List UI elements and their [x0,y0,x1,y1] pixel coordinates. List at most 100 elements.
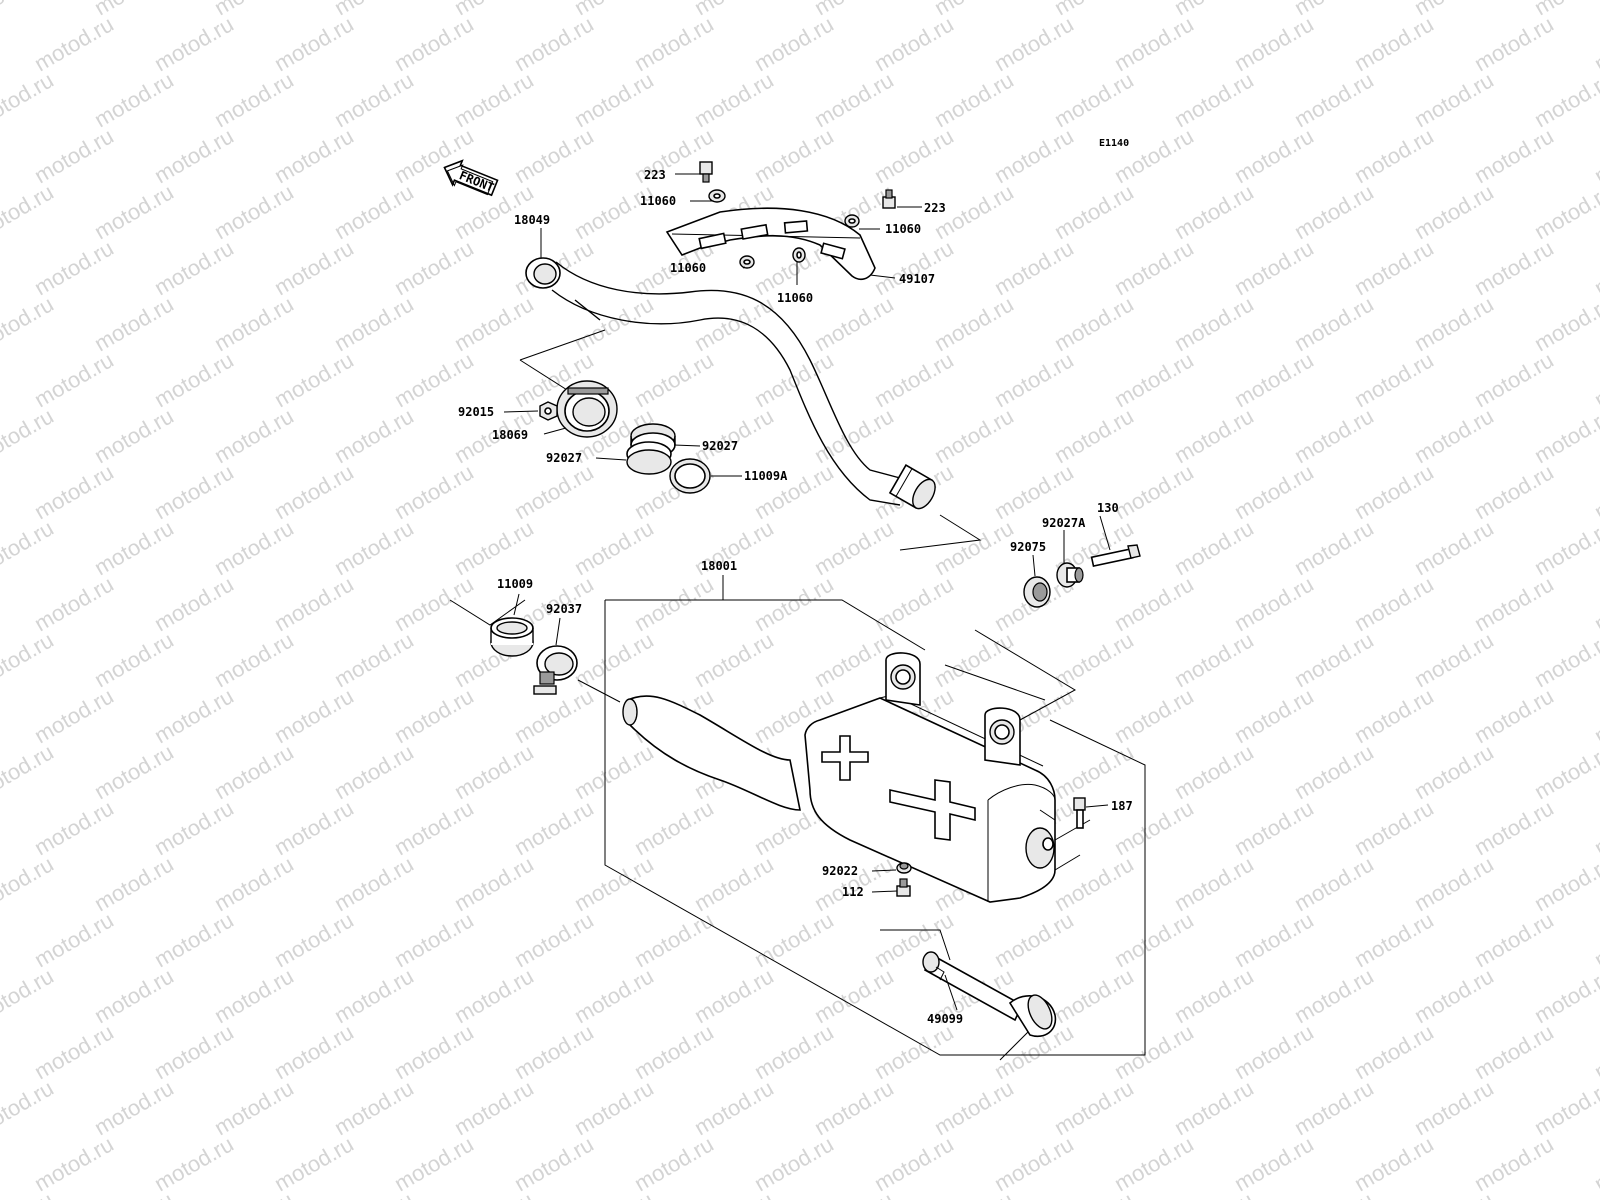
label-92075: 92075 [1010,540,1046,554]
watermark-text: motod.ru [690,851,778,916]
watermark-text: motod.ru [990,235,1078,300]
watermark-text: motod.ru [810,67,898,132]
watermark-text: motod.ru [390,907,478,972]
watermark-text: motod.ru [330,739,418,804]
watermark-text: motod.ru [210,851,298,916]
watermark-text: motod.ru [810,403,898,468]
watermark-text: motod.ru [870,235,958,300]
spark-arrester-49099 [922,951,1057,1037]
watermark-text: motod.ru [1230,795,1318,860]
watermark-text: motod.ru [30,571,118,636]
watermark-text: motod.ru [690,963,778,1028]
watermark-text: motod.ru [1590,235,1600,300]
watermark-text: motod.ru [330,515,418,580]
watermark-text: motod.ru [390,347,478,412]
watermark-text: motod.ru [1230,571,1318,636]
watermark-text: motod.ru [510,1019,598,1084]
watermark-text: motod.ru [450,851,538,916]
watermark-text: motod.ru [1230,11,1318,76]
watermark-text: motod.ru [1590,459,1600,524]
watermark-text: motod.ru [930,67,1018,132]
watermark-text: motod.ru [1050,403,1138,468]
watermark-text: motod.ru [1170,67,1258,132]
watermark-text: motod.ru [390,459,478,524]
watermark-text: motod.ru [90,627,178,692]
watermark-text: motod.ru [0,291,58,356]
label-18001: 18001 [701,559,737,573]
watermark-text: motod.ru [1290,403,1378,468]
label-92037: 92037 [546,602,582,616]
watermark-text: motod.ru [630,1019,718,1084]
watermark-text: motod.ru [1410,403,1498,468]
watermark-text: motod.ru [270,459,358,524]
watermark-text: motod.ru [1350,571,1438,636]
heat-guard-49107 [665,207,876,281]
watermark-text: motod.ru [1290,963,1378,1028]
watermark-text: motod.ru [630,347,718,412]
watermark-text: motod.ru [690,627,778,692]
watermark-text: motod.ru [210,627,298,692]
label-92015: 92015 [458,405,494,419]
watermark-text: motod.ru [990,1131,1078,1196]
watermark-text: motod.ru [1530,515,1600,580]
watermark-text: motod.ru [330,627,418,692]
watermark-text: motod.ru [1230,1019,1318,1084]
label-11060-left: 11060 [670,261,706,275]
watermark-text: motod.ru [1350,235,1438,300]
label-11060-top: 11060 [640,194,676,208]
watermark-text: motod.ru [0,851,58,916]
watermark-text: motod.ru [90,739,178,804]
watermark-text: motod.ru [1350,1131,1438,1196]
watermark-text: motod.ru [1530,739,1600,804]
bolt-223-right [882,189,896,209]
watermark-text: motod.ru [990,123,1078,188]
watermark-text: motod.ru [1170,1075,1258,1140]
rubber-92075 [1023,576,1051,608]
watermark-text: motod.ru [1410,291,1498,356]
watermark-text: motod.ru [1410,67,1498,132]
watermark-text: motod.ru [150,683,238,748]
watermark-text: motod.ru [930,1187,1018,1200]
watermark-text: motod.ru [1230,347,1318,412]
watermark-text: motod.ru [1170,739,1258,804]
watermark-text: motod.ru [630,907,718,972]
label-223-top: 223 [644,168,666,182]
washer-92022 [896,862,912,874]
watermark-text: motod.ru [210,515,298,580]
watermark-text: motod.ru [1590,347,1600,412]
watermark-text: motod.ru [150,795,238,860]
watermark-text: motod.ru [570,1187,658,1200]
watermark-text: motod.ru [570,963,658,1028]
watermark-text: motod.ru [390,1131,478,1196]
watermark-text: motod.ru [930,291,1018,356]
watermark-text: motod.ru [150,235,238,300]
watermark-text: motod.ru [930,515,1018,580]
bolt-187 [1073,797,1086,829]
watermark-text: motod.ru [1230,1131,1318,1196]
watermark-text: motod.ru [1110,235,1198,300]
watermark-text: motod.ru [150,123,238,188]
watermark-text: motod.ru [1410,515,1498,580]
watermark-text: motod.ru [1050,1075,1138,1140]
washer-11060-bottom [792,247,806,263]
watermark-text: motod.ru [210,403,298,468]
bolt-130 [1090,544,1141,567]
washer-11060-right [844,214,860,228]
watermark-text: motod.ru [330,67,418,132]
watermark-text: motod.ru [0,0,58,20]
gasket-ring-11009A [669,458,711,494]
watermark-text: motod.ru [1410,627,1498,692]
watermark-text: motod.ru [630,11,718,76]
label-187: 187 [1111,799,1133,813]
watermark-text: motod.ru [330,963,418,1028]
watermark-text: motod.ru [990,11,1078,76]
watermark-text: motod.ru [1110,571,1198,636]
watermark-text: motod.ru [1470,1131,1558,1196]
watermark-text: motod.ru [1470,459,1558,524]
watermark-text: motod.ru [1170,515,1258,580]
watermark-text: motod.ru [750,1019,838,1084]
washer-11060-top [708,189,726,203]
watermark-text: motod.ru [810,515,898,580]
watermark-text: motod.ru [570,179,658,244]
watermark-text: motod.ru [690,403,778,468]
